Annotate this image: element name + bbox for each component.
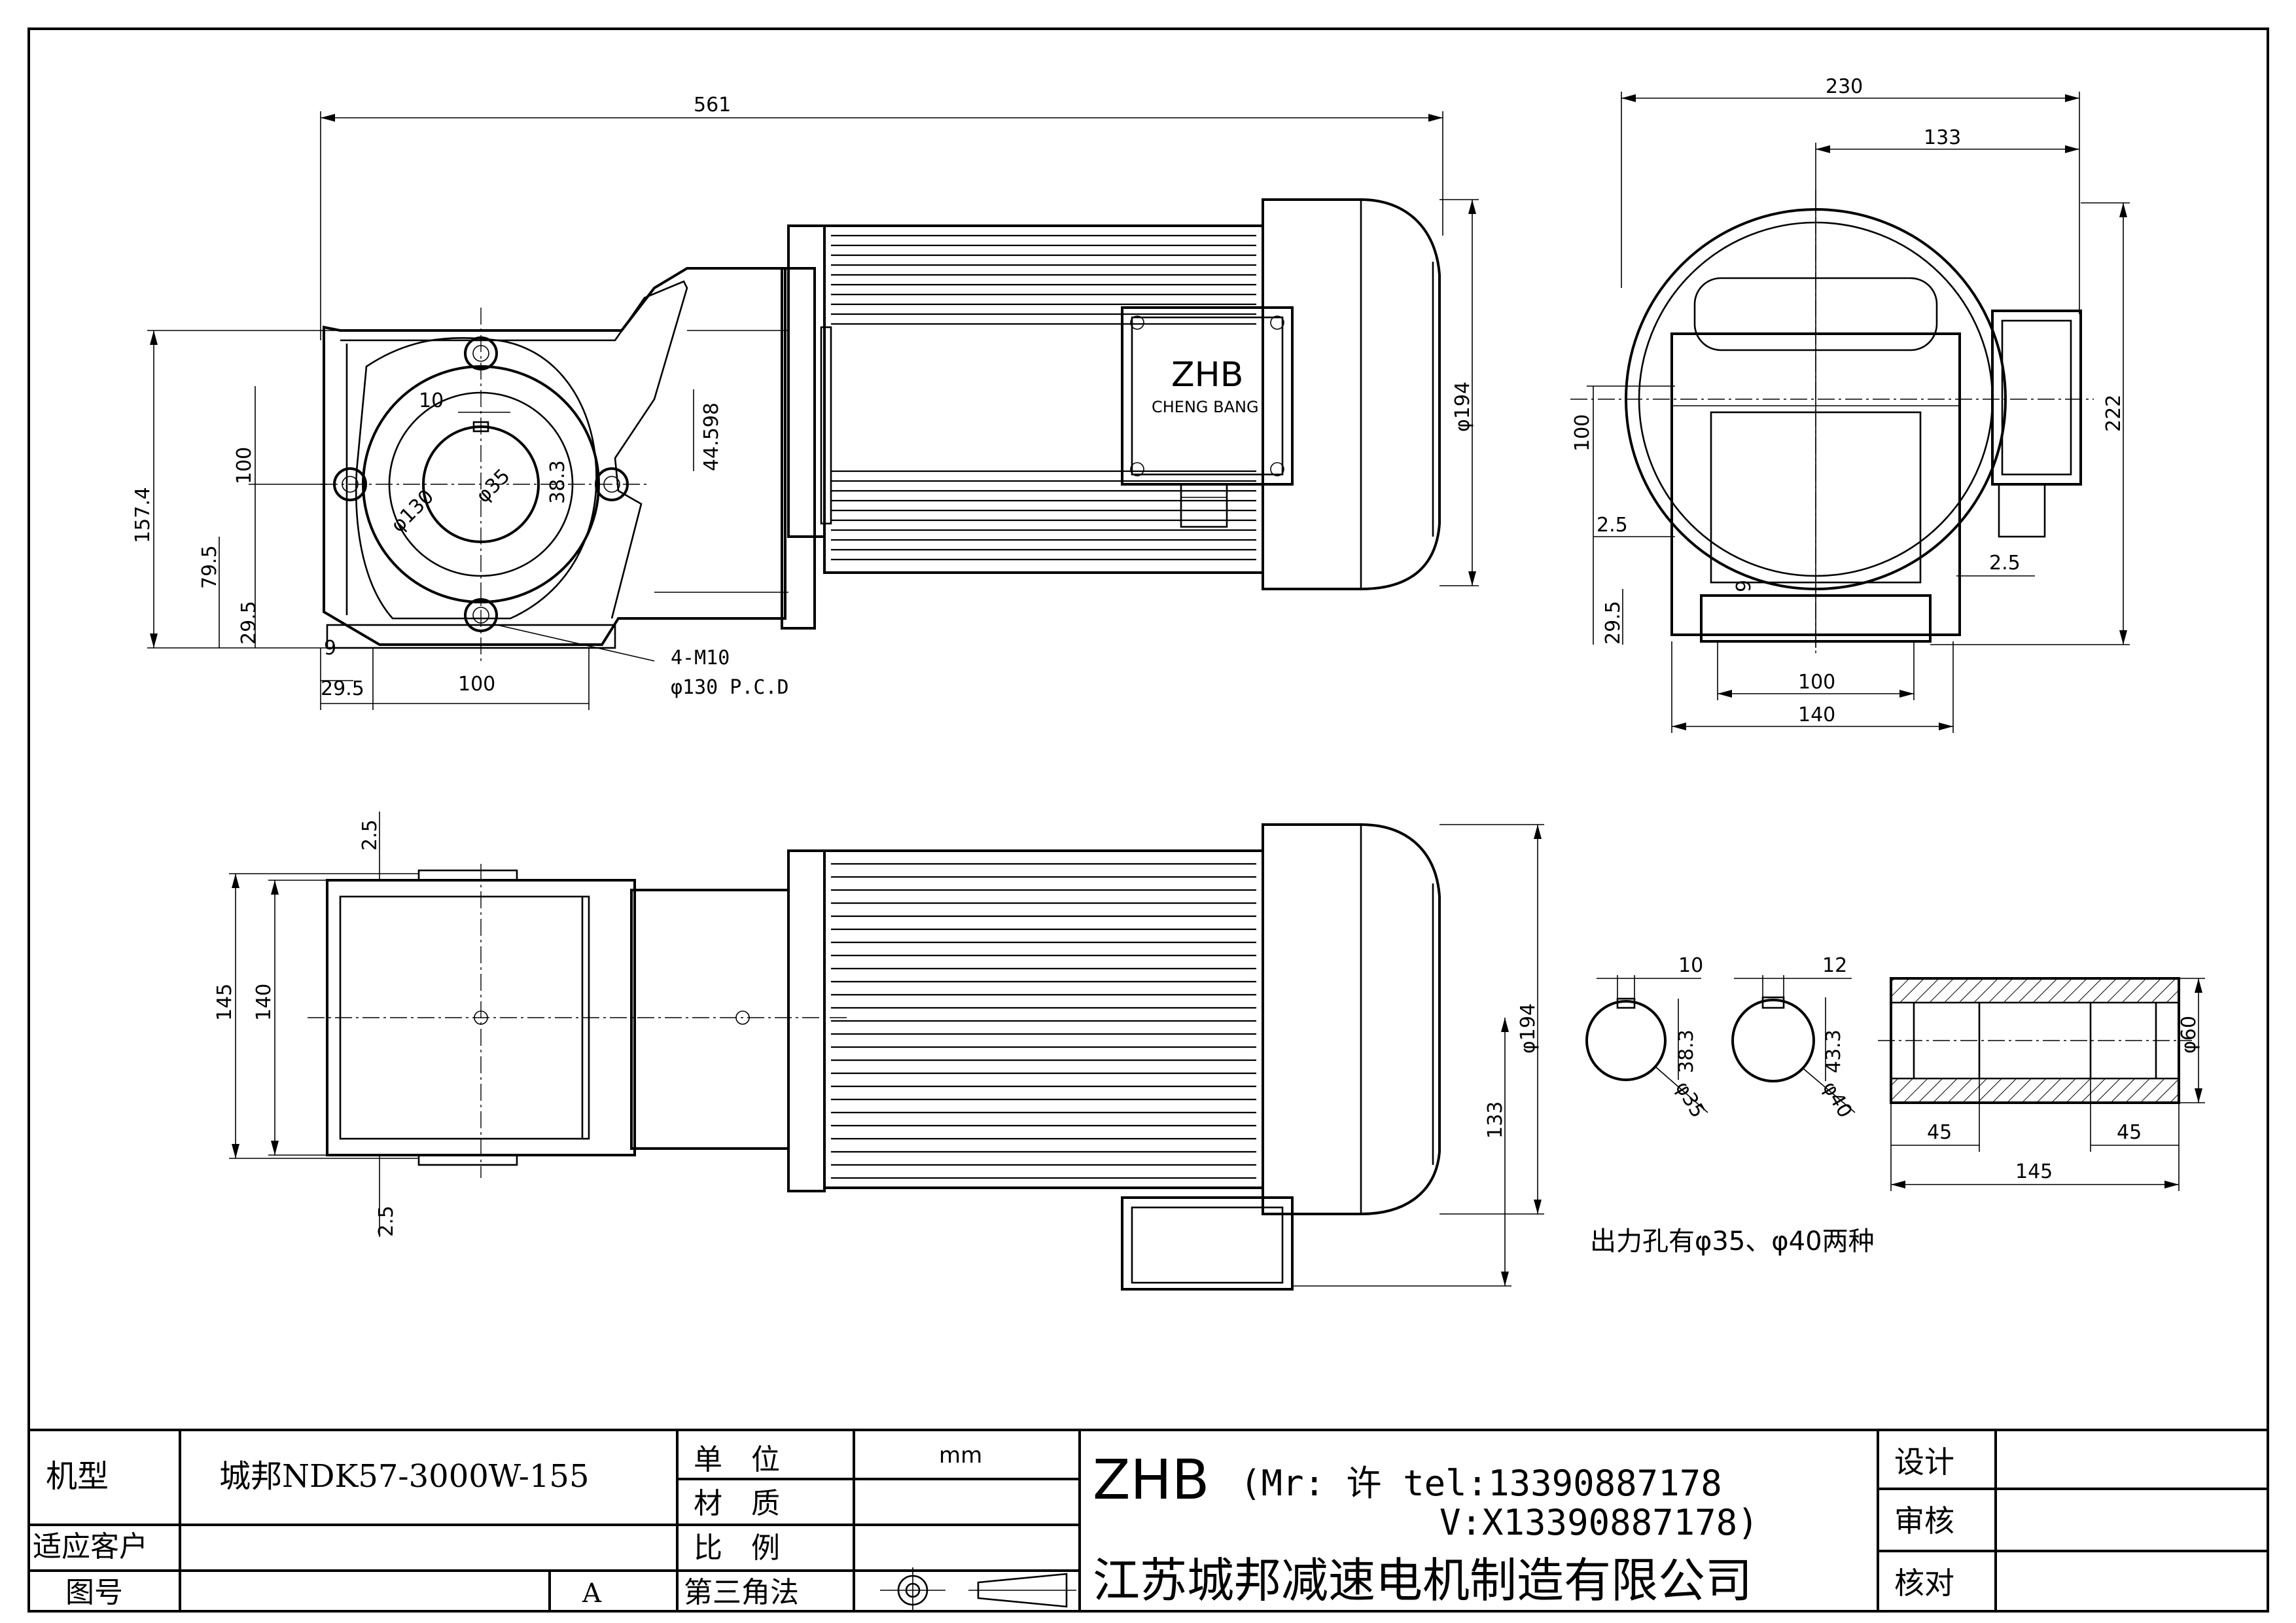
- tb-model-label: 机型: [46, 1458, 109, 1495]
- tb-company-name: 江苏城邦减速电机制造有限公司: [1093, 1553, 1752, 1608]
- dim-base-29: 29.5: [321, 677, 364, 700]
- dim-motor-dia: φ194: [1451, 382, 1474, 432]
- dim-side-230: 230: [1826, 75, 1863, 98]
- third-angle-symbol-icon: [880, 1567, 1076, 1611]
- plan-view: 2.5 2.5 145 140 φ194 133: [213, 812, 1544, 1291]
- dim-side-133: 133: [1924, 126, 1961, 149]
- terminal-box: [1121, 306, 1294, 486]
- dim-keyway-offset: 44.598: [700, 402, 723, 471]
- dim-bore-a-depth: 38.3: [1675, 1029, 1698, 1073]
- dim-height-79: 79.5: [198, 545, 221, 589]
- dim-side-base-140: 140: [1798, 704, 1835, 726]
- dim-side-100: 100: [1571, 414, 1594, 452]
- dim-height-100: 100: [233, 447, 256, 484]
- bore-40: [1731, 999, 1815, 1082]
- dim-len-145: 145: [2015, 1160, 2053, 1183]
- tb-scale-label: 比 例: [694, 1531, 780, 1565]
- tb-company-brand: ZHB: [1093, 1448, 1209, 1512]
- label-pcd: φ130 P.C.D: [671, 676, 789, 699]
- dim-bore-a-dia: φ35: [1670, 1078, 1709, 1122]
- tb-contact-line1: (Mr: 许 tel:13390887178: [1240, 1463, 1722, 1504]
- dim-base-100: 100: [458, 673, 495, 696]
- dim-side-25-left: 2.5: [1597, 514, 1628, 537]
- dim-shaft-dia: φ60: [2178, 1016, 2200, 1054]
- dim-bore-b-key: 12: [1822, 954, 1847, 977]
- fan-cover: [1262, 198, 1441, 590]
- dim-base-9: 9: [324, 637, 336, 660]
- dim-height-157: 157.4: [132, 487, 154, 543]
- tb-drawing-no-label: 图号: [65, 1576, 123, 1609]
- dim-side-222: 222: [2102, 395, 2125, 432]
- title-block: 机型 城邦NDK57-3000W-155 单 位 mm 材 质 适应客户 比 例…: [27, 1429, 2269, 1613]
- tb-unit-label: 单 位: [694, 1443, 780, 1476]
- bore-note: 出力孔有φ35、φ40两种: [1590, 1226, 1875, 1257]
- dim-bore-a-key: 10: [1678, 954, 1703, 977]
- dim-side-29: 29.5: [1602, 601, 1625, 645]
- dim-plan-motor-dia: φ194: [1517, 1003, 1540, 1054]
- dim-side-25-right: 2.5: [1989, 552, 2021, 575]
- dim-len-45-left: 45: [1927, 1121, 1952, 1144]
- dim-plan-25-bottom: 2.5: [375, 1205, 398, 1237]
- front-view: 561 10 44.598 38.3 φ35 φ130: [132, 94, 1479, 710]
- dim-side-base-100: 100: [1798, 671, 1835, 694]
- dim-keyway-width: 10: [419, 389, 444, 412]
- tb-check-label: 核对: [1894, 1565, 1954, 1601]
- nameplate-sub: CHENG BANG: [1152, 398, 1259, 416]
- dim-side-9: 9: [1733, 580, 1756, 592]
- dim-plan-25-top: 2.5: [359, 819, 381, 851]
- label-holes: 4-M10: [671, 647, 730, 669]
- nameplate-brand: ZHB: [1171, 355, 1243, 395]
- bore-35: [1585, 1000, 1667, 1081]
- tb-customer-label: 适应客户: [33, 1530, 148, 1563]
- dim-plan-133: 133: [1484, 1101, 1507, 1139]
- tb-review-label: 审核: [1894, 1503, 1954, 1539]
- dim-keyway-depth: 38.3: [546, 460, 569, 504]
- dim-bore-b-dia: φ40: [1818, 1078, 1856, 1122]
- tb-unit-value: mm: [939, 1442, 982, 1469]
- dim-bore-b-depth: 43.3: [1822, 1029, 1845, 1073]
- tb-contact-line2: V:X13390887178): [1439, 1502, 1759, 1543]
- dim-plan-140: 140: [253, 984, 275, 1021]
- tb-design-label: 设计: [1894, 1444, 1954, 1480]
- bore-details: 10 38.3 φ35 12 43.3 φ40 φ60: [1585, 954, 2205, 1257]
- dim-len-45-right: 45: [2117, 1121, 2142, 1144]
- dim-plan-145: 145: [213, 984, 236, 1021]
- tb-model-value: 城邦NDK57-3000W-155: [219, 1458, 589, 1495]
- tb-drawing-no-value: A: [582, 1578, 602, 1609]
- side-view: 230 133 222 100 2.5 2.5 2: [1570, 75, 2130, 733]
- tb-material-label: 材 质: [694, 1487, 780, 1520]
- tb-projection-label: 第三角法: [684, 1576, 799, 1609]
- dim-height-29: 29.5: [238, 601, 260, 645]
- dim-overall-length: 561: [694, 94, 731, 116]
- dim-bore: φ35: [472, 465, 515, 508]
